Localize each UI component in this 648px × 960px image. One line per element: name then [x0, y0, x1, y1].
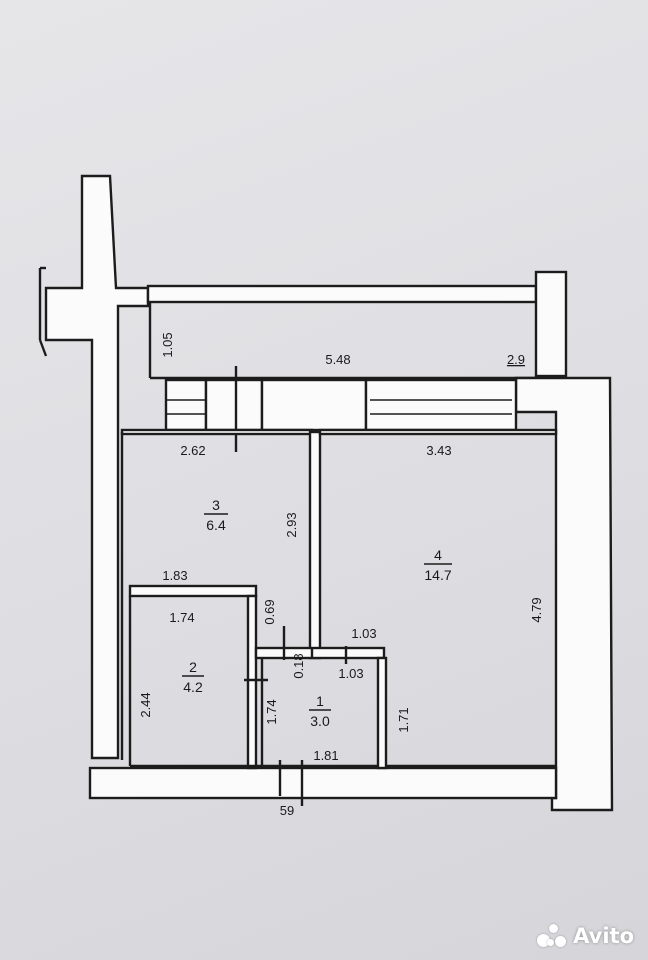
dim-door-opening: 59	[280, 803, 294, 818]
dim-room1-left: 1.74	[264, 699, 279, 724]
room-1-area: 3.0	[310, 713, 330, 729]
room-2-number: 2	[189, 659, 197, 675]
room-4-number: 4	[434, 547, 442, 563]
dimension-labels: 1.05 5.48 2.9 2.62 2.93 1.83 3.43 4.79 1…	[138, 332, 544, 818]
room-3-label: 3 6.4	[204, 497, 228, 533]
room-2-area: 4.2	[183, 679, 203, 695]
dim-room3-right: 2.93	[284, 512, 299, 537]
dim-room3-top: 2.62	[180, 443, 205, 458]
room-4-area: 14.7	[424, 567, 451, 583]
dim-room2-left: 2.44	[138, 692, 153, 717]
room-3-area: 6.4	[206, 517, 226, 533]
room-walls	[120, 428, 558, 806]
dim-room2-top: 1.74	[169, 610, 194, 625]
room-3-number: 3	[212, 497, 220, 513]
dim-partition-width: 0.18	[291, 653, 306, 678]
dim-room1-bottom: 1.81	[313, 748, 338, 763]
dim-room4-right: 4.79	[529, 597, 544, 622]
dim-nook-height: 0.69	[262, 599, 277, 624]
outer-walls	[38, 174, 614, 812]
room-2-label: 2 4.2	[182, 659, 204, 695]
room-1-number: 1	[316, 693, 324, 709]
avito-watermark: Avito	[537, 924, 634, 948]
room-1-label: 1 3.0	[309, 693, 331, 729]
dim-balcony-edge: 2.9	[507, 352, 525, 367]
dim-room3-bottom: 1.83	[162, 568, 187, 583]
dim-room1-right: 1.71	[396, 707, 411, 732]
dim-balcony-depth: 1.05	[160, 332, 175, 357]
room-4-label: 4 14.7	[424, 547, 452, 583]
dim-step-bottom: 1.03	[338, 666, 363, 681]
dim-balcony-length: 5.48	[325, 352, 350, 367]
room-labels: 3 6.4 4 14.7 2 4.2 1 3.0	[182, 497, 452, 729]
avito-logo-icon	[537, 924, 567, 948]
dim-step-top: 1.03	[351, 626, 376, 641]
avito-wordmark: Avito	[573, 924, 634, 948]
dim-room4-top: 3.43	[426, 443, 451, 458]
